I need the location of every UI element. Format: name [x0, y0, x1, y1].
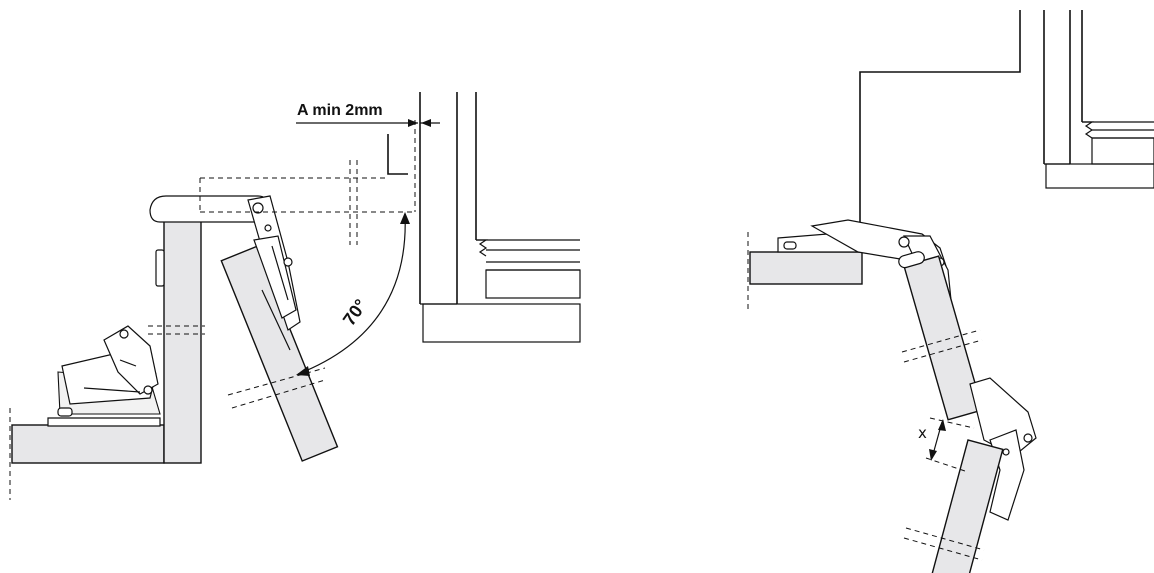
- left-figure: A min 2mm 70°: [9, 92, 581, 500]
- door1-break-2: [903, 339, 983, 363]
- opening-angle-dimension: 70°: [296, 212, 410, 376]
- offset-label: x: [918, 424, 927, 442]
- clearance-label: A min 2mm: [297, 102, 383, 119]
- hinge-closed-position: [47, 325, 161, 427]
- door-open-70: [220, 245, 339, 462]
- adjacent-unit: [387, 92, 581, 343]
- right-figure: x: [747, 10, 1154, 573]
- door-break-2: [231, 379, 326, 409]
- shelf-panel: [749, 251, 863, 285]
- clearance-dimension: A min 2mm: [296, 102, 440, 127]
- door-segment-2: [930, 439, 1004, 573]
- door-segment-1: [898, 251, 984, 421]
- cabinet-side-panel: [163, 211, 202, 464]
- door2-break-1: [905, 527, 985, 551]
- hinge-open-position: [149, 195, 301, 351]
- door2-break-2: [903, 537, 983, 561]
- offset-dimension: x: [918, 417, 975, 473]
- upper-cabinet: [859, 10, 1154, 252]
- door1-break-1: [901, 329, 981, 353]
- cabinet-base-panel: [11, 424, 165, 464]
- angle-label: 70°: [339, 296, 371, 330]
